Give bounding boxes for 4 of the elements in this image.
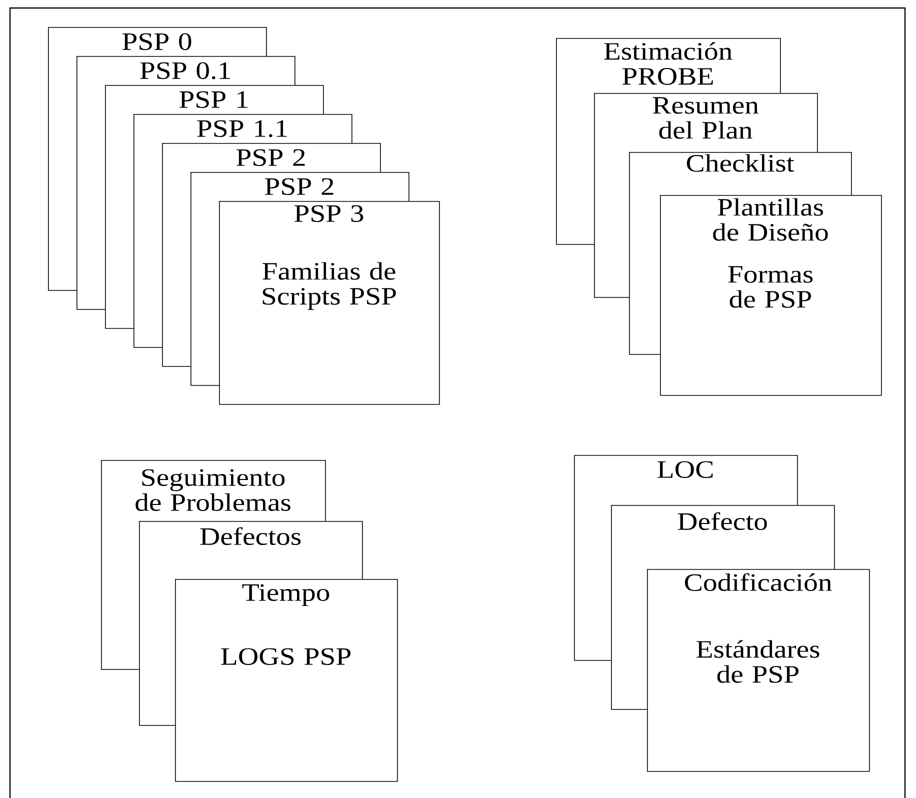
- page-card: Plantillas de Diseño Formas de PSP: [660, 194, 882, 396]
- page-card: PSP 3 Familias de Scripts PSP: [219, 200, 440, 405]
- page-card: Codificación Estándares de PSP: [647, 568, 870, 772]
- page-card: Tiempo LOGS PSP: [175, 578, 398, 782]
